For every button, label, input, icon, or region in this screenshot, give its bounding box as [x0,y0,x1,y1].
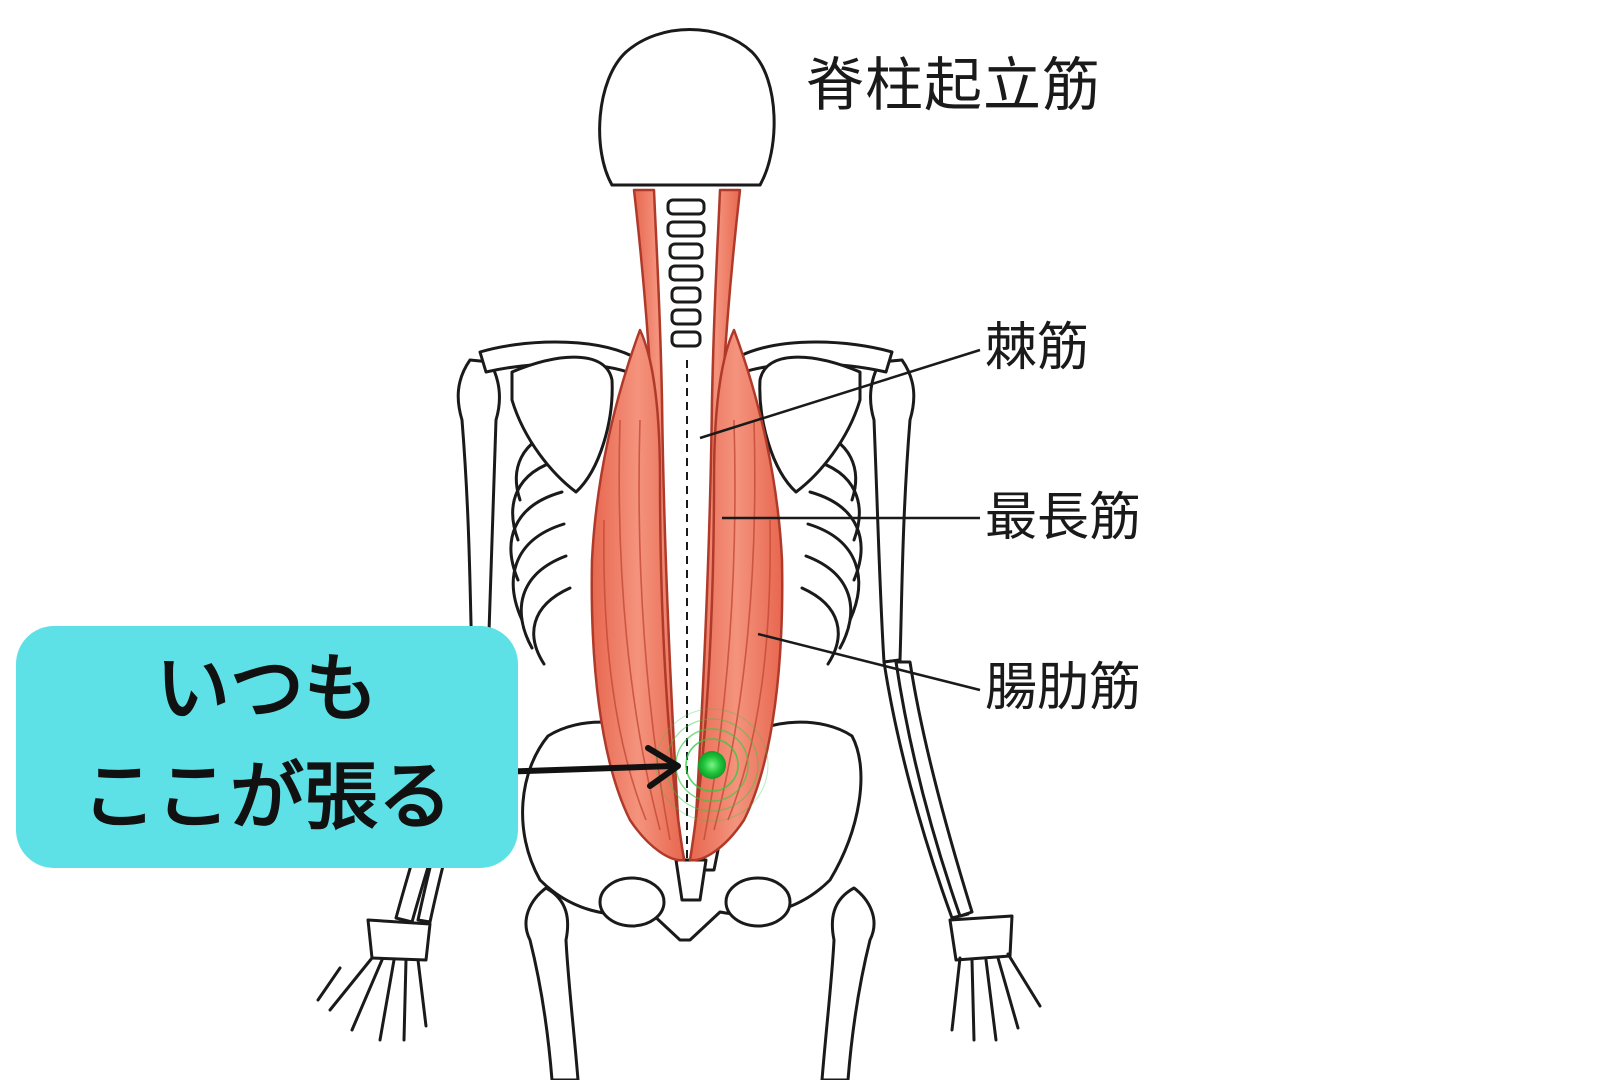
pelvis [521,720,863,942]
callout-line-1: いつも [156,646,378,732]
right-humerus [869,358,916,664]
right-scapula [758,355,862,494]
erector-spinae-muscles [590,188,784,862]
left-scapula [510,355,614,494]
left-femur [524,886,580,1082]
right-femur [820,886,876,1082]
left-humerus [456,358,501,664]
iliocostalis-left [590,328,686,862]
skull [598,28,776,187]
callout-box: いつも ここが張る [16,626,518,868]
iliocostalis-leader [757,632,981,692]
label-spinalis: 棘筋 [985,318,1090,378]
spinalis-leader [699,348,981,440]
diagram-title: 脊柱起立筋 [806,51,1102,119]
label-iliocostalis: 腸肋筋 [985,658,1142,718]
right-hand [948,914,1042,1042]
callout-line-2: ここが張る [82,754,452,840]
left-hand [316,918,432,1042]
label-longissimus: 最長筋 [985,488,1142,548]
leader-lines [699,348,981,692]
callout-arrow [493,745,681,789]
spine [666,198,708,902]
